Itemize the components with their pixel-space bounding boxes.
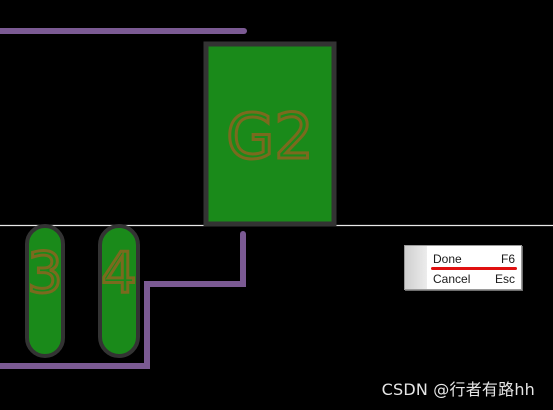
menu-item-done[interactable]: Done F6: [427, 249, 521, 269]
menu-item-cancel[interactable]: Cancel Esc: [427, 269, 521, 289]
pad-4[interactable]: 4: [98, 224, 140, 358]
menu-item-cancel-label: Cancel: [433, 272, 471, 286]
pad-4-label: 4: [101, 241, 137, 306]
pad-4-body[interactable]: [98, 224, 140, 358]
trace-routing[interactable]: [0, 231, 246, 369]
menu-item-cancel-shortcut: Esc: [494, 272, 515, 286]
context-menu: Done F6 Cancel Esc: [404, 245, 522, 290]
highlight-underline: [431, 267, 517, 270]
menu-item-done-shortcut: F6: [500, 252, 515, 266]
pad-3-label: 3: [27, 241, 63, 306]
pad-G2[interactable]: G2: [203, 41, 337, 227]
watermark: CSDN @行者有路hh: [381, 380, 535, 399]
menu-gutter: [405, 246, 427, 289]
pad-3-body[interactable]: [25, 224, 65, 358]
pad-3[interactable]: 3: [25, 224, 65, 358]
pad-G2-label: G2: [226, 100, 314, 173]
pad-G2-body[interactable]: [203, 41, 337, 227]
menu-item-done-label: Done: [433, 252, 462, 266]
